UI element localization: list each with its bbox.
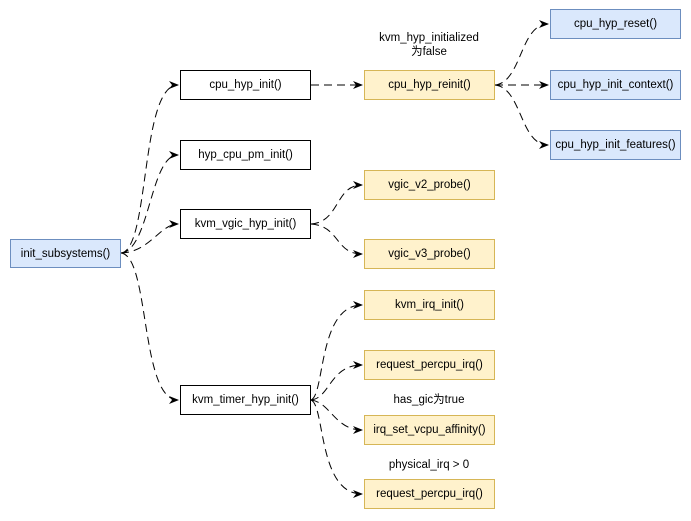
node-request-percpu-irq-1: request_percpu_irq() [364,350,495,380]
label-physical-irq: physical_irq > 0 [388,459,470,471]
node-cpu-hyp-init-context: cpu_hyp_init_context() [550,70,681,100]
edge-timer-to-kvm-irq-init [310,301,363,401]
node-kvm-timer-hyp-init: kvm_timer_hyp_init() [180,385,311,415]
node-irq-set-vcpu-affinity: irq_set_vcpu_affinity() [364,415,495,445]
node-vgic-v3-probe: vgic_v3_probe() [364,239,495,269]
edge-init-to-hyp-cpu-pm-init [120,151,179,254]
node-kvm-vgic-hyp-init: kvm_vgic_hyp_init() [180,209,311,239]
edge-vgic-to-v2-probe [310,181,363,225]
edge-vgic-to-v3-probe [310,223,363,258]
edge-timer-to-request-percpu-irq-1 [310,361,363,401]
node-cpu-hyp-reset: cpu_hyp_reset() [550,9,681,39]
label-kvm-hyp-initialized-line2: 为false [411,46,447,58]
edge-reinit-to-init-features [494,84,549,149]
node-kvm-irq-init: kvm_irq_init() [364,290,495,320]
node-cpu-hyp-reinit: cpu_hyp_reinit() [364,70,495,100]
edge-init-to-cpu-hyp-init [120,81,179,254]
edge-init-to-kvm-vgic-hyp-init [120,220,179,254]
edge-reinit-to-reset [494,20,549,86]
edge-timer-to-request-percpu-irq-2 [310,399,363,498]
label-kvm-hyp-initialized-line1: kvm_hyp_initialized [379,32,479,44]
edge-timer-to-irq-set-vcpu-affinity [310,399,363,434]
node-vgic-v2-probe: vgic_v2_probe() [364,170,495,200]
node-init-subsystems: init_subsystems() [10,239,121,268]
label-kvm-hyp-initialized: kvm_hyp_initialized 为false [369,31,489,59]
edge-init-to-kvm-timer-hyp-init [120,252,179,404]
node-request-percpu-irq-2: request_percpu_irq() [364,479,495,509]
node-cpu-hyp-init-features: cpu_hyp_init_features() [550,130,681,160]
label-has-gic: has_gic为true [393,394,465,406]
node-cpu-hyp-init: cpu_hyp_init() [180,70,311,100]
node-hyp-cpu-pm-init: hyp_cpu_pm_init() [180,140,311,170]
